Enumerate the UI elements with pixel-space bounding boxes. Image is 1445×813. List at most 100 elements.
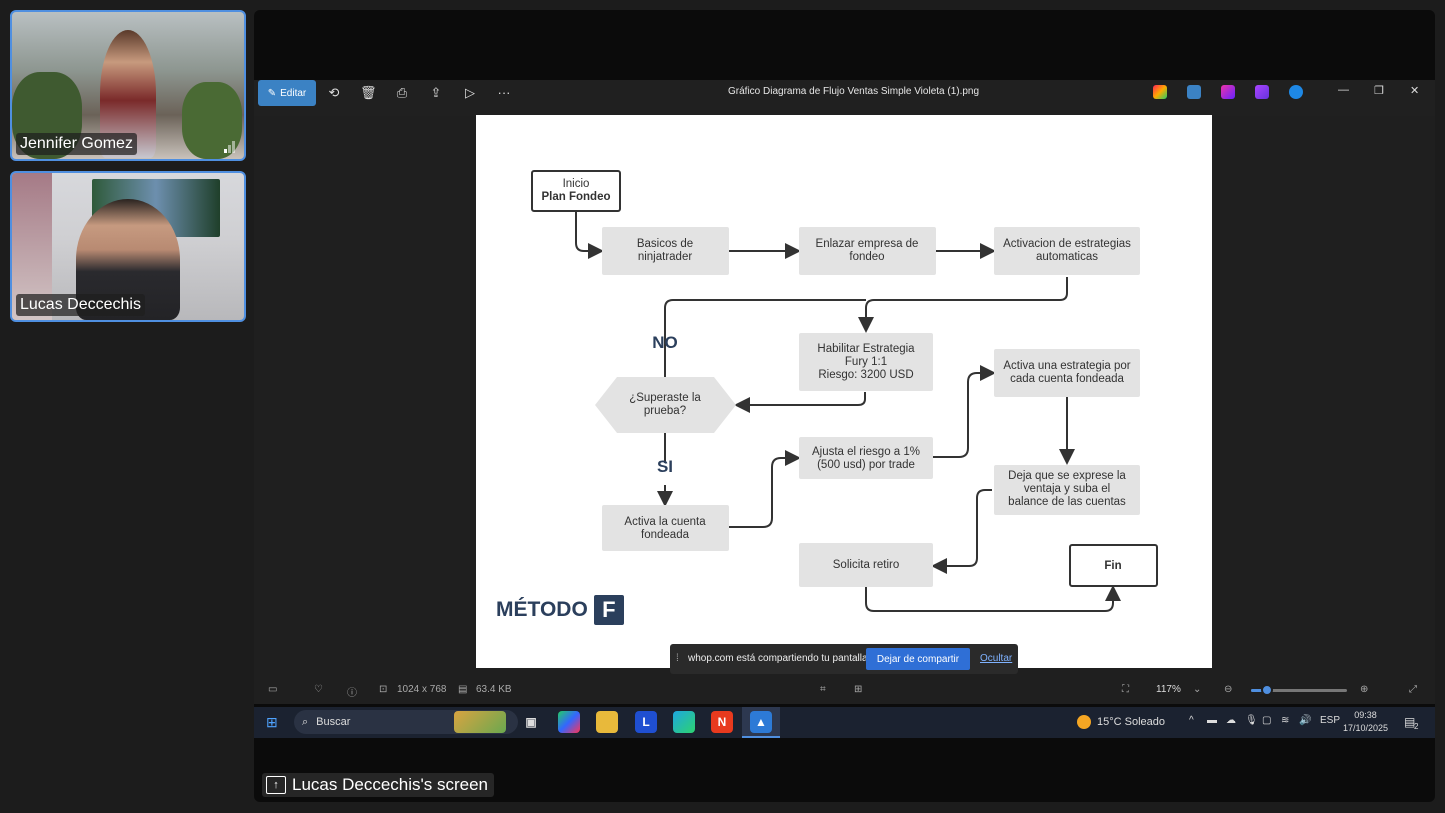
activa-una-line1: Activa una estrategia por [1003, 360, 1130, 372]
deja-line2: ventaja y suba el [1024, 483, 1110, 495]
sun-icon [1077, 715, 1091, 729]
chevron-down-icon[interactable]: ⌄ [1193, 684, 1202, 695]
restore-icon[interactable]: ❐ [1374, 85, 1384, 97]
activa-una-line2: cada cuenta fondeada [1010, 373, 1124, 385]
activacion-line1: Activacion de estrategias [1003, 238, 1131, 250]
habilitar-line1: Habilitar Estrategia [817, 343, 915, 355]
shared-screen: ✎ Editar ⟲ 🗑 ⎙ ⇪ ▷ ··· Gráfico Diagrama … [254, 10, 1435, 802]
habilitar-line2: Fury 1:1 [845, 356, 887, 368]
cloud-icon[interactable]: ☁ [1226, 715, 1236, 726]
minimize-icon[interactable]: — [1338, 84, 1349, 96]
basicos-line1: Basicos de [637, 238, 693, 250]
delete-icon[interactable]: 🗑 [360, 85, 377, 100]
notification-count: 2 [1414, 722, 1419, 731]
fullscreen-icon[interactable]: ⤢ [1409, 684, 1417, 695]
search-highlight-icon [454, 711, 506, 733]
zoom-slider-handle[interactable] [1261, 684, 1274, 696]
wifi-icon[interactable]: ≋ [1281, 715, 1290, 726]
ninjatrader-icon[interactable]: N [711, 711, 733, 733]
system-clock[interactable]: 09:38 17/10/2025 [1343, 709, 1388, 735]
fit-to-window-icon[interactable]: ⛶ [1122, 684, 1129, 695]
rotate-icon[interactable]: ⟲ [328, 85, 340, 100]
onedrive-icon[interactable] [1289, 85, 1303, 99]
file-explorer-icon[interactable] [596, 711, 618, 733]
brand-logo: MÉTODO F [496, 595, 624, 625]
zoom-out-icon[interactable]: ⊖ [1224, 684, 1233, 695]
slideshow-icon[interactable]: ▷ [465, 85, 475, 100]
participant-tile-lucas[interactable]: Lucas Deccechis [10, 171, 246, 322]
filesize-icon: ▤ [458, 684, 468, 695]
superaste-line2: prueba? [644, 405, 686, 417]
notifications-icon[interactable]: ▤ [1404, 715, 1416, 729]
photos-app-icon[interactable]: ▲ [750, 711, 772, 733]
edit-button[interactable]: ✎ Editar [258, 80, 316, 106]
enlazar-line1: Enlazar empresa de [816, 238, 919, 250]
clipchamp-icon[interactable] [1221, 85, 1235, 99]
hide-link[interactable]: Ocultar [980, 653, 1013, 664]
fin-label: Fin [1104, 560, 1121, 572]
copilot-icon[interactable] [1153, 85, 1167, 99]
language-indicator[interactable]: ESP [1320, 715, 1341, 726]
task-view-icon[interactable]: ▣ [525, 715, 537, 729]
copilot-taskbar-icon[interactable] [558, 711, 580, 733]
dimensions-icon: ⊡ [379, 684, 388, 695]
chevron-up-icon[interactable]: ^ [1189, 715, 1194, 726]
filmstrip-icon[interactable]: ▭ [268, 684, 278, 695]
close-icon[interactable]: ✕ [1410, 85, 1420, 97]
share-message: whop.com está compartiendo tu pantalla. [688, 653, 871, 664]
photo-viewer-window: ✎ Editar ⟲ 🗑 ⎙ ⇪ ▷ ··· Gráfico Diagrama … [254, 80, 1435, 680]
crop-icon[interactable]: ⊞ [854, 684, 863, 695]
windows-start-icon[interactable]: ⊞ [266, 714, 278, 730]
participant-tile-jennifer[interactable]: Jennifer Gomez [10, 10, 246, 161]
zoom-slider[interactable] [1251, 684, 1347, 696]
designer-icon[interactable] [1187, 85, 1201, 99]
window-title: Gráfico Diagrama de Flujo Ventas Simple … [728, 86, 980, 97]
edge-browser-icon[interactable] [673, 711, 695, 733]
display-icon[interactable]: ▢ [1262, 715, 1272, 726]
flowchart-image: Inicio Plan Fondeo Basicos de ninjatrade… [476, 115, 1212, 668]
screen-share-bar: ⁞ whop.com está compartiendo tu pantalla… [670, 644, 1018, 674]
volume-icon[interactable]: 🔊 [1299, 715, 1312, 726]
visual-search-icon[interactable]: ⌗ [820, 684, 826, 695]
activacion-line2: automaticas [1036, 251, 1098, 263]
weather-widget[interactable]: 15°C Soleado [1077, 715, 1165, 729]
more-icon[interactable]: ··· [497, 85, 511, 100]
inicio-label-bold: Plan Fondeo [542, 191, 611, 203]
lmaster-icon[interactable]: L [635, 711, 657, 733]
microphone-icon[interactable]: 🎙 [1245, 715, 1258, 726]
brand-text: MÉTODO [496, 598, 588, 621]
tray-app-icon[interactable]: ▬ [1207, 715, 1217, 726]
zoom-in-icon[interactable]: ⊕ [1360, 684, 1369, 695]
favorite-icon[interactable]: ♡ [314, 684, 323, 695]
brand-letter: F [593, 595, 624, 625]
clock-date: 17/10/2025 [1343, 723, 1389, 733]
screen-owner-label: Lucas Deccechis's screen [292, 775, 488, 794]
participant-name: Jennifer Gomez [16, 133, 137, 155]
viewer-toolbar: ✎ Editar ⟲ 🗑 ⎙ ⇪ ▷ ··· Gráfico Diagrama … [254, 80, 1435, 116]
image-dimensions: 1024 x 768 [397, 684, 447, 695]
si-label: SI [657, 457, 673, 476]
drag-handle-icon[interactable]: ⁞ [676, 653, 679, 664]
info-icon[interactable]: ⓘ [347, 688, 357, 699]
zoom-slider-fill [1251, 689, 1268, 692]
print-icon[interactable]: ⎙ [396, 85, 408, 100]
flowchart-boxes [531, 170, 1158, 587]
deja-line3: balance de las cuentas [1008, 496, 1126, 508]
audio-level-icon [224, 141, 236, 153]
clock-time: 09:38 [1354, 710, 1377, 720]
share-icon[interactable]: ⇪ [430, 85, 442, 100]
apps-icon[interactable] [1255, 85, 1269, 99]
participant-name: Lucas Deccechis [16, 294, 145, 316]
file-size: 63.4 KB [476, 684, 512, 695]
edit-icon: ✎ [267, 87, 277, 99]
windows-taskbar: ⊞ ⌕ Buscar ▣ L N ▲ 15°C Soleado ^ ▬ ☁ 🎙 … [254, 707, 1435, 738]
deja-line1: Deja que se exprese la [1008, 470, 1126, 482]
no-label: NO [652, 333, 678, 352]
zoom-level[interactable]: 117% [1156, 684, 1181, 695]
screen-share-label: ↑ Lucas Deccechis's screen [262, 773, 494, 797]
habilitar-line3: Riesgo: 3200 USD [818, 369, 913, 381]
basicos-line2: ninjatrader [638, 251, 693, 263]
edit-label: Editar [280, 87, 307, 99]
stop-sharing-button[interactable]: Dejar de compartir [866, 648, 970, 670]
solicita-label: Solicita retiro [833, 559, 899, 571]
